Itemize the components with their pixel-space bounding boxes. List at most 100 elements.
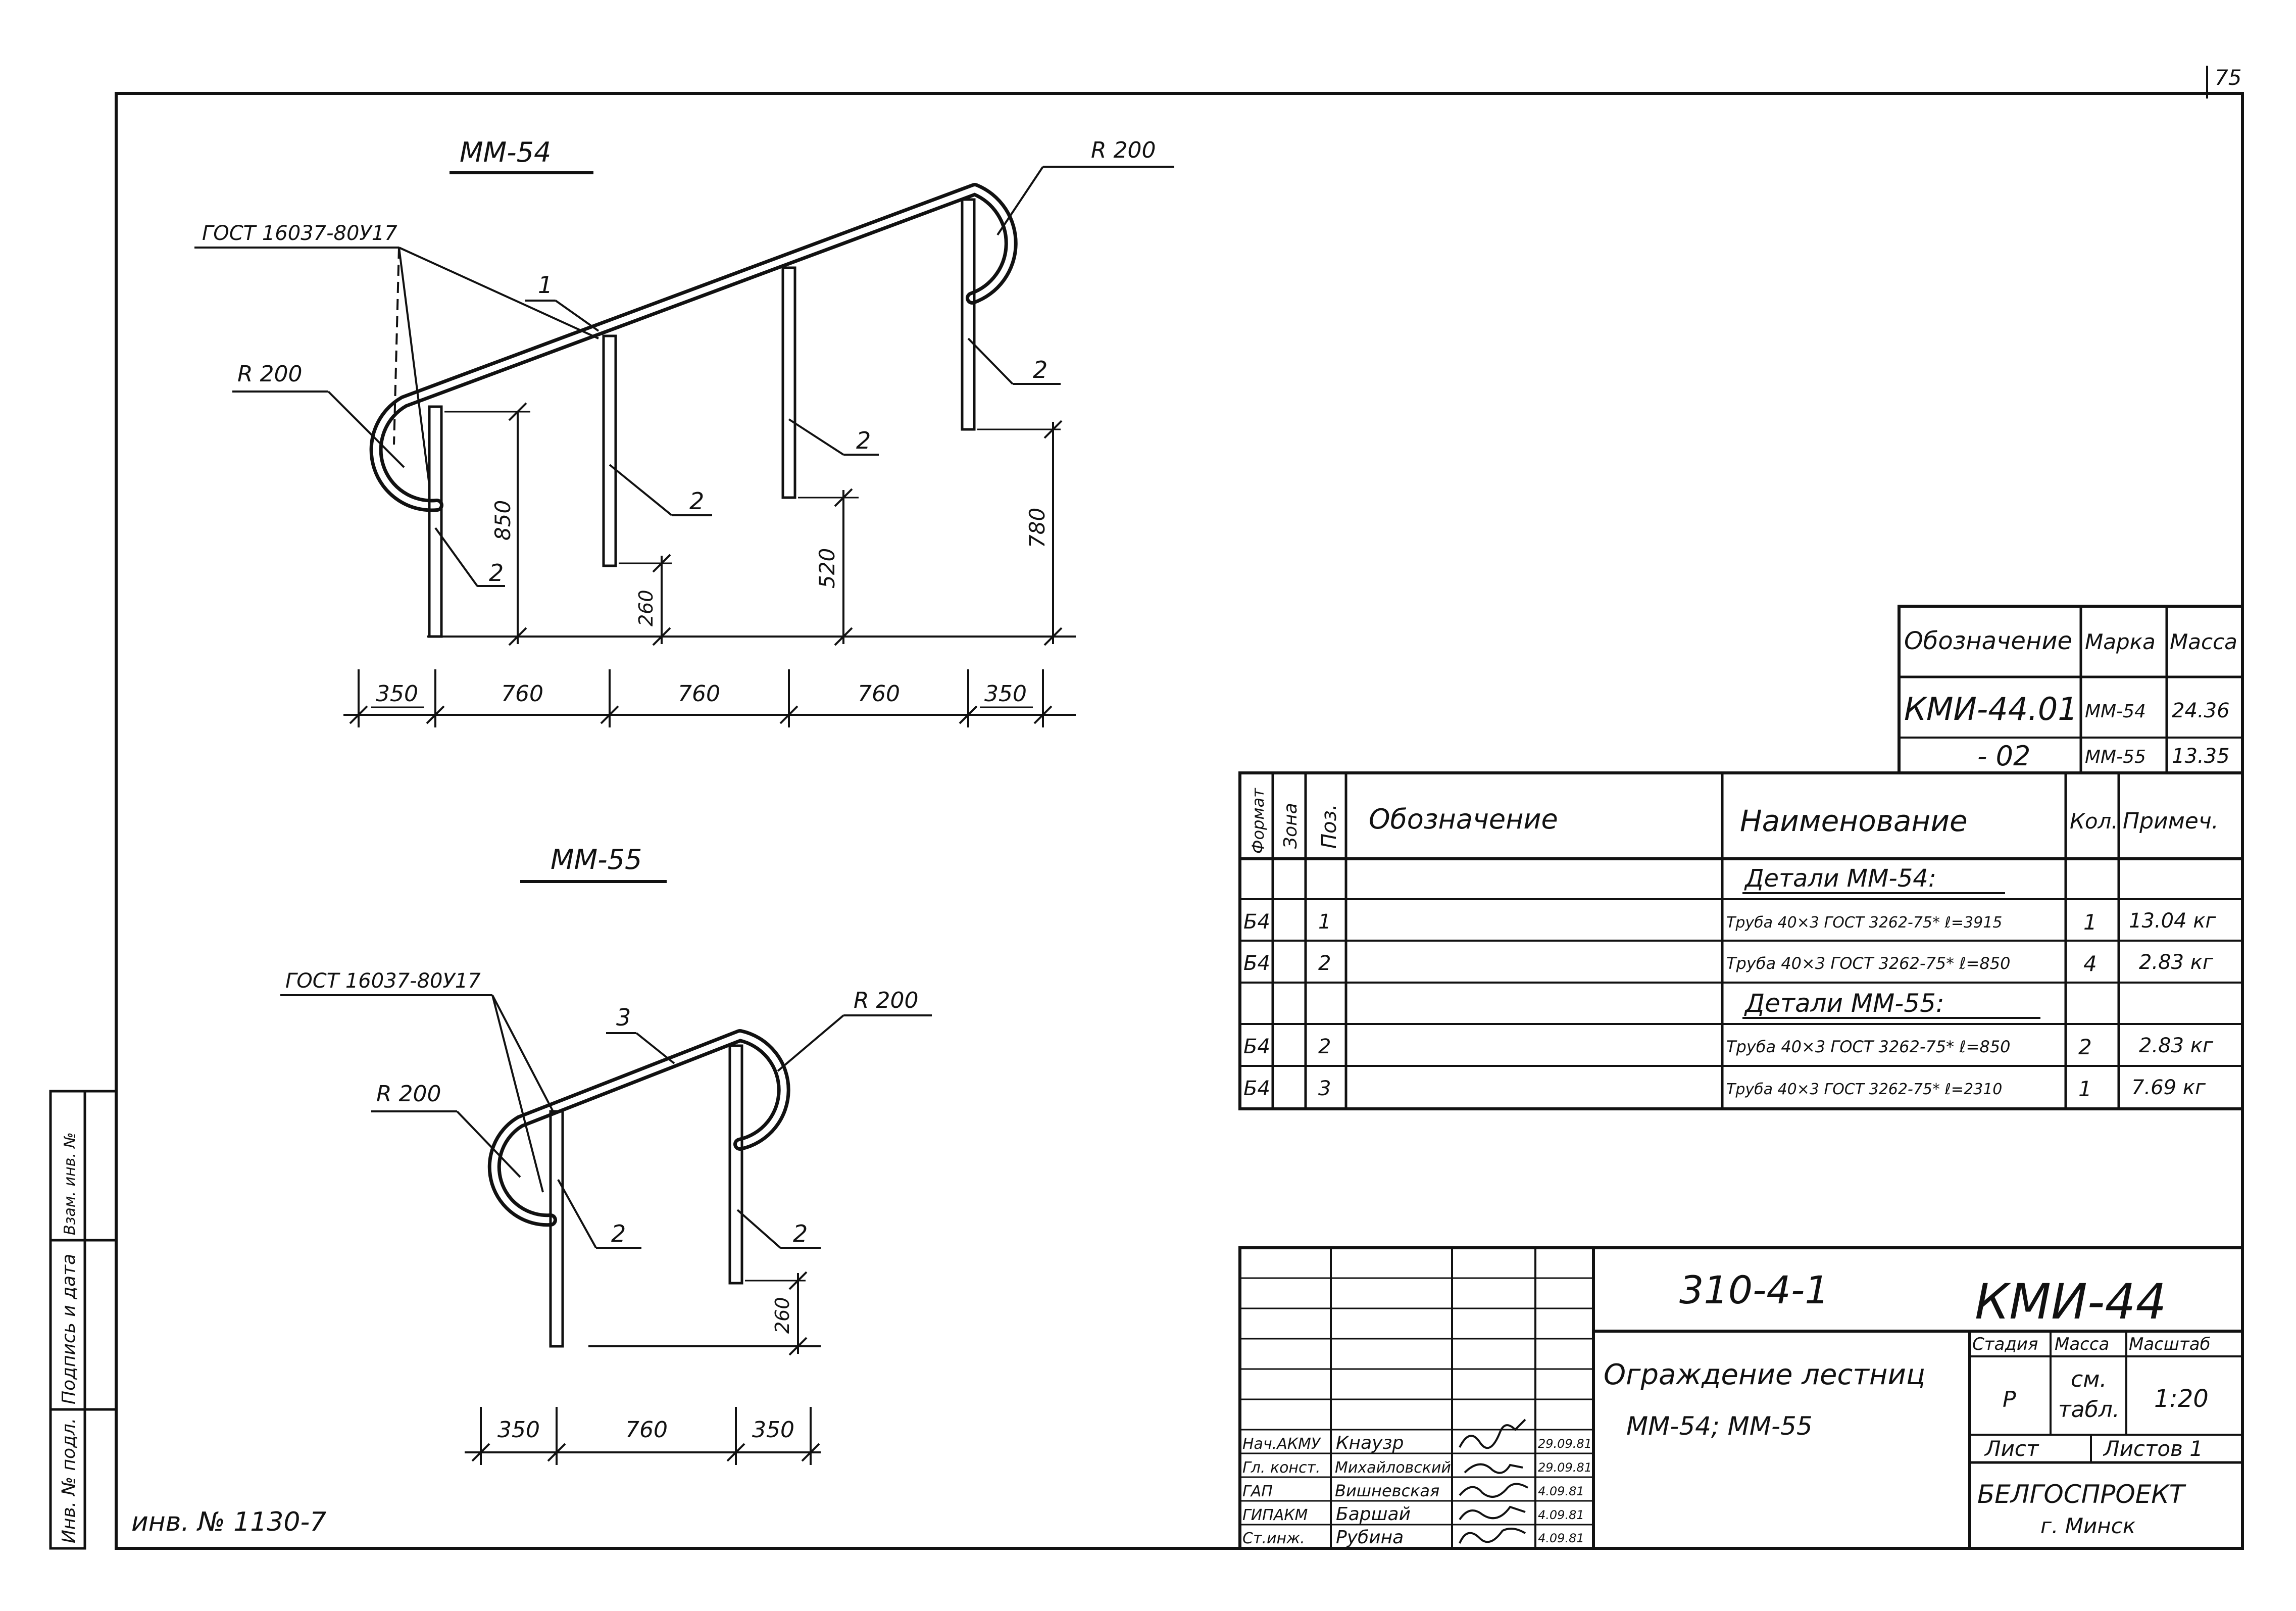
mm55-pos-rail-leader [635,1032,675,1064]
signer-date: 4.09.81 [1538,1531,1584,1545]
spec-cell-qty: 4 [2083,951,2097,976]
mm55-posts [549,1044,743,1348]
mm54-pos-post: 2 [689,487,704,515]
mm54-gost: ГОСТ 16037-80У17 [202,222,397,245]
mark-table-cell: ММ-54 [2085,701,2146,722]
mass-value-line1: см. [2071,1366,2107,1392]
signer-role: Гл. конст. [1242,1459,1321,1477]
mm55-post [549,1110,564,1348]
spec-cell-name: Труба 40×3 ГОСТ 3262-75* ℓ=850 [1726,1037,2010,1056]
mm55-bottom-dim: 350 [497,1417,540,1443]
spec-header-zone: Зона [1280,803,1301,849]
mm54-dim-tick [652,627,671,646]
drawing-mm55: ММ-55 ГОСТ 16037-80У17 3 R 200 R 200 2 2 [280,844,932,1465]
mm54-pos-rail: 1 [538,271,553,299]
project-code: 310-4-1 [1679,1267,1829,1312]
spec-cell-note: 2.83 кг [2139,951,2214,974]
mm55-dim-tick [788,1271,808,1290]
spec-cell-name: Труба 40×3 ГОСТ 3262-75* ℓ=3915 [1726,914,2002,932]
mm54-dim-tick [1043,420,1063,439]
signature-mark [1459,1505,1526,1521]
mm55-pos-rail: 3 [616,1004,631,1031]
mm55-bottom-dim: 350 [752,1417,794,1443]
mm55-pos-post: 2 [611,1220,626,1247]
title-block: 310-4-1 КМИ-44 Ограждение лестниц ММ-54;… [1238,1246,2244,1550]
mm54-gost-leader [398,247,430,485]
spec-cell-format: Б4 [1243,952,1270,975]
mm54-dim-tick [834,627,853,646]
mm54-title: ММ-54 [460,136,551,168]
spec-cell-pos: 2 [1318,1035,1331,1058]
signer-name: Вишневская [1335,1481,1439,1500]
mm55-gost: ГОСТ 16037-80У17 [285,969,481,993]
spec-cell-pos: 1 [1318,910,1331,934]
spec-cell-format: Б4 [1243,910,1270,934]
spec-cell-note: 2.83 кг [2139,1034,2214,1057]
mm55-pos-post: 2 [793,1220,808,1247]
mm54-post [602,334,617,567]
mm54-bottom-dim: 350 [376,681,418,707]
mark-table-cell: - 02 [1977,740,2030,772]
mm54-radius-left: R 200 [237,361,303,387]
mm55-radius-left-leader [456,1110,521,1178]
mm54-pos-post-leader [788,418,844,456]
mm54-pos-post-leader [434,527,478,587]
mm55-radius-right-leader [777,1014,844,1072]
spec-header-designation: Обозначение [1369,803,1558,835]
mm54-post [428,405,443,638]
mm54-dim-tick [834,488,853,507]
mm54-pos-post: 2 [1033,356,1047,383]
org-line2: г. Минск [2040,1514,2136,1538]
mm54-dim-tick [508,627,527,646]
signer-role: ГИПАКМ [1242,1506,1308,1524]
mark-table-cell: 24.36 [2172,699,2230,722]
mm54-post [961,198,976,431]
spec-cell-qty: 1 [2083,910,2097,935]
spec-cell-name: Труба 40×3 ГОСТ 3262-75* ℓ=2310 [1726,1081,2002,1098]
mm55-title: ММ-55 [551,844,642,875]
mm55-dim-tick [788,1337,808,1356]
mm54-bottom-tick [1033,705,1053,724]
signer-date: 29.09.81 [1538,1460,1592,1475]
page-number: 75 [2215,65,2241,90]
mm54-bottom-tick [426,705,445,724]
signer-date: 4.09.81 [1538,1484,1584,1498]
doc-code: КМИ-44 [1975,1274,2167,1330]
mm54-bottom-tick [959,705,978,724]
mm54-pos-post: 2 [856,427,871,454]
signer-date: 4.09.81 [1538,1508,1584,1522]
mm54-dim-tick [1043,627,1063,646]
mm54-bottom-dim: 760 [858,681,900,707]
spec-group-name: Детали ММ-55: [1744,989,1944,1018]
stage-value: Р [2003,1387,2016,1412]
mm54-dim-h3: 520 [815,548,839,589]
drawing-mm54: ММ-54 ГОСТ 16037-80У17 1 R 200 R 200 [194,136,1174,727]
mark-table-cell: КМИ-44.01 [1904,691,2078,727]
mark-table-cell: ММ-55 [2085,747,2146,767]
signer-role: Ст.инж. [1242,1530,1305,1547]
mm55-gost-leader [491,995,544,1193]
mm55-radius-right: R 200 [854,988,919,1013]
title-line1: Ограждение лестниц [1604,1358,1925,1391]
mm54-bottom-dim: 350 [984,681,1027,707]
signature-mark [1459,1483,1529,1498]
mm54-pos-rail-leader [555,300,600,332]
spec-table: Формат Зона Поз. Обозначение Наименовани… [1238,771,2244,1110]
mm55-bottom-dim: 760 [625,1417,668,1443]
spec-header-pos: Поз. [1318,804,1341,849]
mm55-pos-post-leader [736,1209,781,1249]
spec-header-name: Наименование [1740,804,1968,838]
side-stamp: Инв. № подл. Подпись и дата Взам. инв. № [49,1090,116,1550]
mm55-gost-leader [491,995,554,1112]
mm54-bottom-tick [349,705,368,724]
mm55-bottom-tick [726,1443,745,1462]
spec-header-note: Примеч. [2123,808,2219,834]
spec-header-qty: Кол. [2070,809,2118,834]
mm55-radius-left: R 200 [376,1081,441,1107]
mm54-pos-post-leader [609,464,673,516]
signer-name: Кнаузр [1336,1433,1404,1453]
mm54-pos-post: 2 [489,559,504,587]
mass-value-line2: табл. [2058,1397,2120,1423]
stage-label: Стадия [1972,1334,2038,1354]
